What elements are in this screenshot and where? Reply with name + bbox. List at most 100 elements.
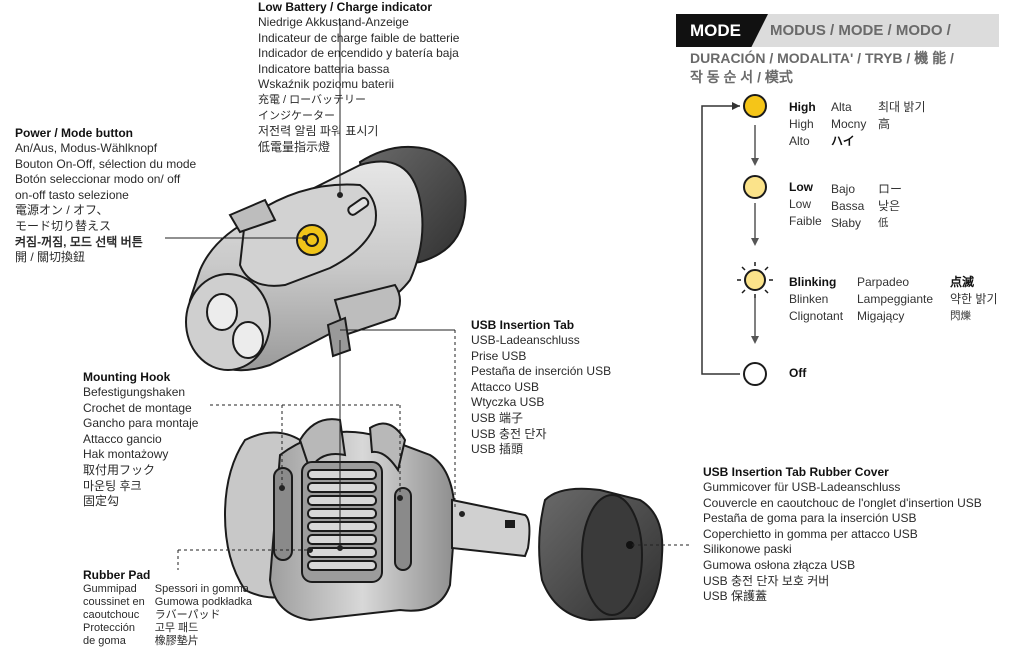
state-text: Migający [857, 309, 905, 323]
callout-title: Low Battery / Charge indicator [258, 0, 433, 14]
state-text: Lampeggiante [857, 292, 934, 306]
state-text: Clignotant [789, 309, 844, 323]
callout-line: coussinet en [83, 596, 145, 608]
callout-line: Spessori in gomma [154, 583, 249, 595]
state-blinking: Blinking Blinken Clignotant [789, 274, 843, 325]
light-unit [185, 145, 467, 372]
callout-line: インジケーター [258, 109, 335, 122]
callout-line: USB-Ladeanschluss [471, 333, 580, 347]
state-text: Low [789, 197, 812, 211]
mode-header: MODE MODUS / MODE / MODO / [676, 14, 999, 47]
state-text: 低 [878, 217, 889, 229]
state-text: Blinken [789, 292, 829, 306]
callout-low-battery: Low Battery / Charge indicator Niedrige … [258, 0, 459, 155]
callout-line: Attacco gancio [83, 431, 162, 446]
rubber-pad-graphic [301, 461, 383, 583]
callout-columns: Gummipad coussinet en caoutchouc Protecc… [83, 583, 252, 648]
callout-mounting-hook: Mounting Hook Befestigungshaken Crochet … [83, 370, 198, 510]
callout-line: USB 端子 [471, 410, 524, 425]
state-text: Słaby [831, 216, 862, 230]
callout-title: Rubber Pad [83, 568, 151, 582]
state-dot-off [743, 362, 767, 386]
callout-line: ラバーパッド [154, 609, 221, 621]
callout-line: de goma [83, 635, 126, 647]
state-text: 낮은 [878, 199, 901, 213]
state-low: Low Low Faible [789, 179, 822, 230]
state-text: Bajo [831, 182, 856, 196]
callout-line: USB 충전 단자 보호 커버 [703, 573, 830, 588]
callout-line: Indicateur de charge faible de batterie [258, 30, 460, 45]
state-off: Off [789, 365, 806, 382]
callout-rubber-pad: Rubber Pad Gummipad coussinet en caoutch… [83, 568, 252, 648]
callout-line: モード切り替えス [15, 218, 112, 233]
led-right [232, 321, 264, 359]
callout-line: USB 충전 단자 [471, 426, 547, 441]
state-blinking-col3: 点滅 약한 밝기 閃爍 [950, 274, 998, 325]
state-low-col3: ロー 낮은 低 [878, 181, 902, 232]
callout-line: Protección [83, 622, 135, 634]
callout-usb-tab: USB Insertion Tab USB-Ladeanschluss Pris… [471, 318, 611, 458]
charge-indicator-graphic [347, 196, 370, 216]
state-low-col2: Bajo Bassa Słaby [831, 181, 864, 232]
mode-flow [701, 94, 773, 386]
state-high-col2: Alta Mocny ハイ [831, 99, 866, 150]
state-text: Faible [789, 214, 822, 228]
callout-line: Indicador de encendido y batería baja [258, 46, 459, 61]
state-name: Low [789, 180, 813, 194]
state-name: Off [789, 366, 807, 380]
callout-line: Pestaña de goma para la inserción USB [703, 511, 917, 526]
callout-line: Gancho para montaje [83, 416, 199, 431]
led-left [206, 293, 238, 331]
callout-title: USB Insertion Tab Rubber Cover [703, 465, 889, 479]
usb-rubber-cover [538, 487, 664, 622]
callout-line: Bouton On-Off, sélection du mode [15, 156, 197, 171]
callout-line: USB 保護蓋 [703, 589, 768, 604]
state-high-col3: 최대 밝기 高 [878, 99, 926, 133]
state-dot-low [743, 175, 767, 199]
state-name: Blinking [789, 275, 837, 289]
power-button-graphic [296, 224, 328, 256]
callout-line: caoutchouc [83, 609, 140, 621]
callout-title: Mounting Hook [83, 370, 171, 384]
top-wing-left [228, 198, 277, 234]
callout-title: USB Insertion Tab [471, 318, 575, 332]
callout-line: Coperchietto in gomma per attacco USB [703, 526, 918, 541]
callout-line: Niedrige Akkustand-Anzeige [258, 15, 409, 29]
callout-line: Pestaña de inserción USB [471, 364, 612, 379]
top-wing-right [333, 283, 401, 337]
callout-line: on-off tasto selezione [15, 187, 129, 202]
callout-line: Wskaźnik poziomu baterii [258, 77, 395, 92]
mode-header-line: DURACIÓN / MODALITA' / TRYB / 機 能 / [690, 50, 954, 66]
mode-label: MODE [676, 14, 768, 47]
callout-line: 充電 / ローバッテリー [258, 93, 367, 106]
callout-line: Attacco USB [471, 379, 540, 394]
callout-line: Wtyczka USB [471, 395, 545, 410]
state-text: Parpadeo [857, 275, 910, 289]
state-text: Mocny [831, 117, 867, 131]
leader-lines [165, 20, 690, 570]
mode-header-translations: MODUS / MODE / MODO / [770, 22, 951, 39]
callout-line: 低電量指示燈 [258, 139, 331, 154]
state-text: 高 [878, 117, 891, 131]
callout-line: USB 插頭 [471, 442, 524, 457]
state-text: 点滅 [950, 275, 975, 289]
callout-line: 電源オン / オフ、 [15, 203, 109, 218]
callout-line: 고무 패드 [154, 622, 199, 634]
hook-right [368, 422, 407, 473]
callout-line: Silikonowe paski [703, 542, 792, 557]
callout-line: 켜짐-꺼짐, 모드 선택 버튼 [15, 234, 143, 249]
callout-line: Crochet de montage [83, 400, 192, 415]
state-text: 최대 밝기 [878, 100, 926, 114]
state-blinking-col2: Parpadeo Lampeggiante Migający [857, 274, 933, 325]
callout-line: An/Aus, Modus-Wählknopf [15, 141, 158, 155]
callout-line: 마운팅 후크 [83, 478, 142, 493]
callout-col: Gummipad coussinet en caoutchouc Protecc… [83, 583, 145, 648]
state-text: 약한 밝기 [950, 292, 998, 306]
state-dot-blinking [737, 262, 773, 298]
callout-line: 開 / 關切換鈕 [15, 250, 86, 265]
callout-line: Gummipad [83, 583, 137, 595]
state-dot-high [743, 94, 767, 118]
state-text: Bassa [831, 199, 865, 213]
state-text: Alto [789, 134, 810, 148]
state-text: High [789, 117, 814, 131]
